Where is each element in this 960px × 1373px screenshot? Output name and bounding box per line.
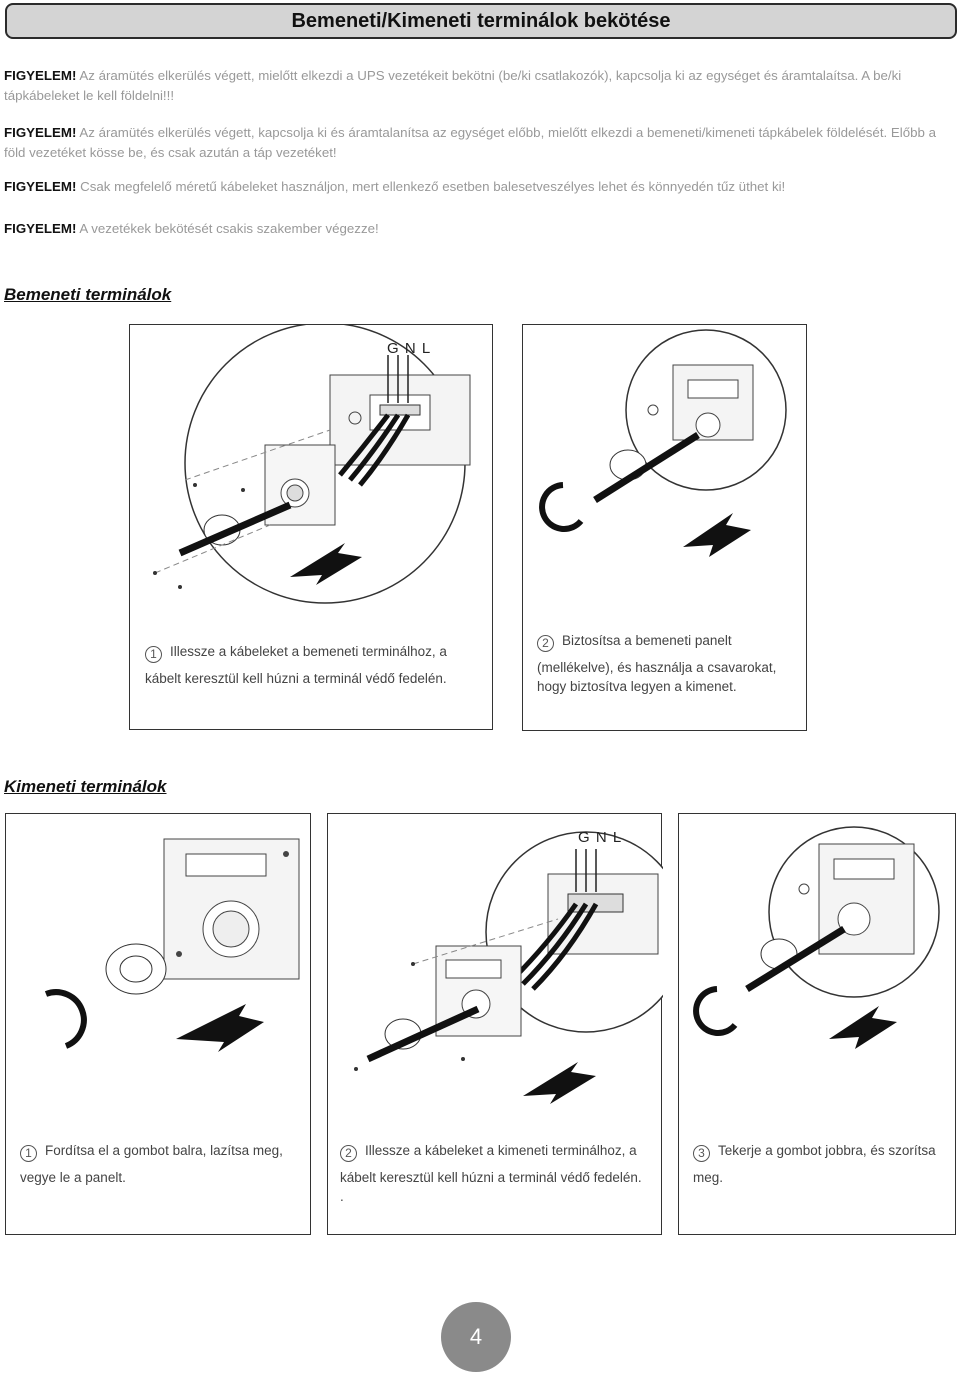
step-number-badge: 3: [693, 1145, 710, 1162]
input-step-2-illustration: [539, 329, 787, 557]
warning-2: FIGYELEM! Az áramütés elkerülés végett, …: [4, 125, 937, 160]
input-gnl-label: G N L: [387, 340, 432, 357]
step-number-badge: 2: [340, 1145, 357, 1162]
input-section-heading: Bemeneti terminálok: [4, 285, 172, 304]
page-number: 4: [441, 1302, 511, 1372]
step-number-badge: 1: [20, 1145, 37, 1162]
input-step-1-illustration: [153, 325, 471, 604]
step-number-badge: 1: [145, 646, 162, 663]
output-step-1-illustration: [44, 838, 300, 1052]
page-title: Bemeneti/Kimeneti terminálok bekötése: [5, 3, 957, 39]
output-section-heading: Kimeneti terminálok: [4, 777, 167, 796]
warning-1: FIGYELEM! Az áramütés elkerülés végett, …: [4, 68, 902, 103]
step-number-badge: 2: [537, 635, 554, 652]
warning-4: FIGYELEM! A vezetékek bekötését csakis s…: [4, 221, 379, 236]
output-gnl-label: G N L: [578, 829, 623, 846]
output-step-3-illustration: [693, 826, 940, 1049]
warning-3: FIGYELEM! Csak megfelelő méretű kábeleke…: [4, 179, 786, 194]
output-step-2-illustration: [354, 831, 663, 1104]
